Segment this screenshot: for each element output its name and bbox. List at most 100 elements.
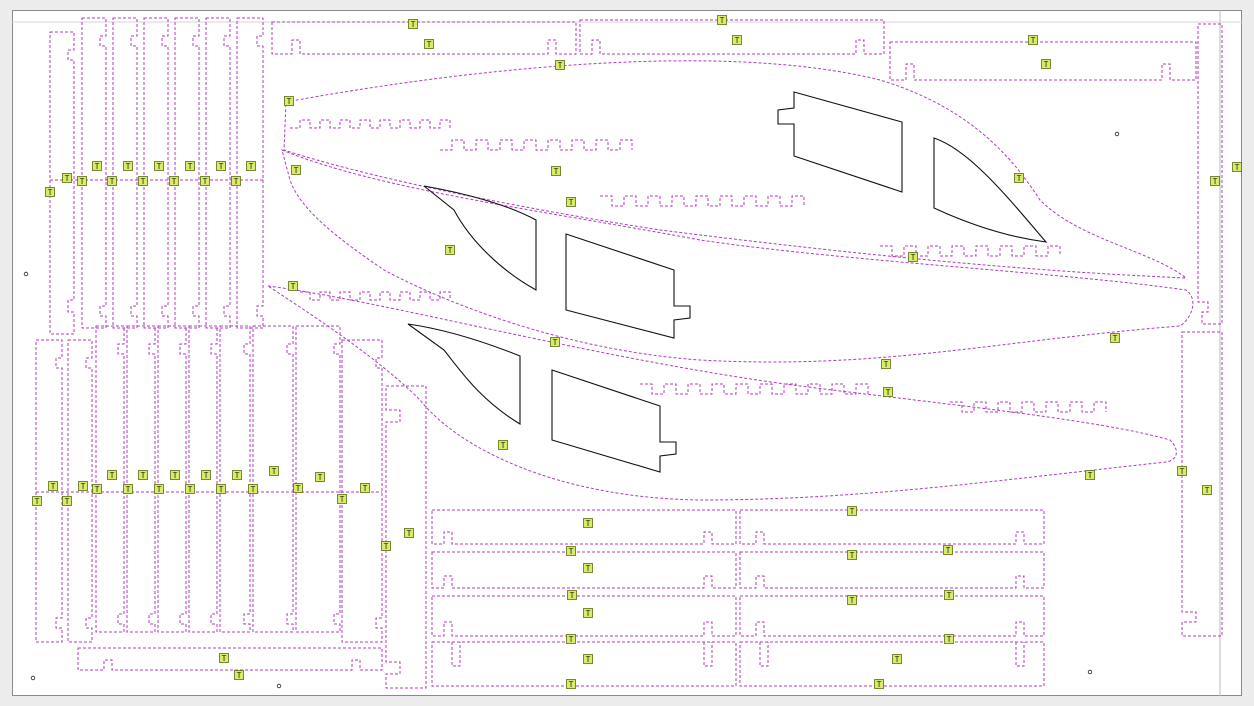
tab-marker-icon[interactable]: T	[246, 161, 256, 172]
tab-marker-icon[interactable]: T	[1028, 35, 1038, 46]
tab-marker-icon[interactable]: T	[944, 634, 954, 645]
tab-marker-icon[interactable]: T	[404, 528, 414, 539]
tab-marker-icon[interactable]: T	[566, 197, 576, 208]
tab-marker-icon[interactable]: T	[498, 440, 508, 451]
tab-marker-icon[interactable]: T	[550, 337, 560, 348]
tab-marker-icon[interactable]: T	[908, 252, 918, 263]
svg-text:T: T	[947, 635, 952, 644]
tab-marker-icon[interactable]: T	[583, 654, 593, 665]
tab-marker-icon[interactable]: T	[883, 387, 893, 398]
tab-marker-icon[interactable]: T	[337, 494, 347, 505]
tab-marker-icon[interactable]: T	[291, 165, 301, 176]
tab-marker-icon[interactable]: T	[138, 470, 148, 481]
tab-marker-icon[interactable]: T	[1014, 173, 1024, 184]
tab-marker-icon[interactable]: T	[107, 176, 117, 187]
svg-text:T: T	[203, 177, 208, 186]
tab-marker-icon[interactable]: T	[874, 679, 884, 690]
tab-marker-icon[interactable]: T	[424, 39, 434, 50]
tab-marker-icon[interactable]: T	[315, 472, 325, 483]
tab-marker-icon[interactable]: T	[717, 15, 727, 26]
registration-dot	[23, 271, 29, 277]
svg-text:T: T	[51, 482, 56, 491]
part-strip	[341, 339, 383, 643]
tab-marker-icon[interactable]: T	[185, 484, 195, 495]
tab-marker-icon[interactable]: T	[138, 176, 148, 187]
tab-marker-icon[interactable]: T	[216, 484, 226, 495]
tab-marker-icon[interactable]: T	[381, 541, 391, 552]
tab-marker-icon[interactable]: T	[566, 546, 576, 557]
tab-marker-icon[interactable]: T	[847, 550, 857, 561]
tab-marker-icon[interactable]: T	[169, 176, 179, 187]
tab-marker-icon[interactable]: T	[234, 670, 244, 681]
tab-marker-icon[interactable]: T	[732, 35, 742, 46]
svg-text:T: T	[1235, 163, 1240, 172]
part-strip	[252, 325, 294, 633]
tab-marker-icon[interactable]: T	[232, 470, 242, 481]
tab-marker-icon[interactable]: T	[284, 96, 294, 107]
tab-marker-icon[interactable]: T	[567, 590, 577, 601]
svg-text:T: T	[291, 282, 296, 291]
svg-text:T: T	[272, 467, 277, 476]
tab-marker-icon[interactable]: T	[881, 359, 891, 370]
tab-marker-icon[interactable]: T	[107, 470, 117, 481]
tab-marker-icon[interactable]: T	[847, 506, 857, 517]
tab-marker-icon[interactable]: T	[1177, 466, 1187, 477]
tab-marker-icon[interactable]: T	[847, 595, 857, 606]
tab-marker-icon[interactable]: T	[62, 173, 72, 184]
svg-text:T: T	[877, 680, 882, 689]
tab-marker-icon[interactable]: T	[200, 176, 210, 187]
tab-marker-icon[interactable]: T	[1041, 59, 1051, 70]
tab-marker-icon[interactable]: T	[445, 245, 455, 256]
tab-marker-icon[interactable]: T	[892, 654, 902, 665]
svg-text:T: T	[249, 162, 254, 171]
tab-marker-icon[interactable]: T	[92, 161, 102, 172]
tab-marker-icon[interactable]: T	[219, 653, 229, 664]
tab-marker-icon[interactable]: T	[78, 481, 88, 492]
tab-marker-icon[interactable]: T	[566, 679, 576, 690]
tab-marker-icon[interactable]: T	[1232, 162, 1242, 173]
tab-marker-icon[interactable]: T	[293, 483, 303, 494]
part-strip	[236, 17, 264, 329]
tab-marker-icon[interactable]: T	[555, 60, 565, 71]
svg-text:T: T	[569, 198, 574, 207]
tab-marker-icon[interactable]: T	[92, 484, 102, 495]
tab-marker-icon[interactable]: T	[944, 590, 954, 601]
tab-marker-icon[interactable]: T	[170, 470, 180, 481]
tab-marker-icon[interactable]: T	[45, 187, 55, 198]
tab-marker-icon[interactable]: T	[360, 483, 370, 494]
tab-marker-icon[interactable]: T	[154, 161, 164, 172]
tab-marker-icon[interactable]: T	[77, 176, 87, 187]
tab-marker-icon[interactable]: T	[248, 484, 258, 495]
tab-marker-icon[interactable]: T	[154, 484, 164, 495]
tab-marker-icon[interactable]: T	[201, 470, 211, 481]
tab-marker-icon[interactable]: T	[583, 518, 593, 529]
tab-marker-icon[interactable]: T	[943, 545, 953, 556]
svg-text:T: T	[235, 471, 240, 480]
tab-marker-icon[interactable]: T	[551, 166, 561, 177]
svg-text:T: T	[219, 485, 224, 494]
svg-text:T: T	[407, 529, 412, 538]
tab-marker-icon[interactable]: T	[48, 481, 58, 492]
tab-marker-icon[interactable]: T	[583, 563, 593, 574]
tab-marker-icon[interactable]: T	[1210, 176, 1220, 187]
tab-marker-icon[interactable]: T	[1110, 333, 1120, 344]
tab-marker-icon[interactable]: T	[408, 19, 418, 30]
strip-group-upper-left	[49, 17, 264, 335]
tab-marker-icon[interactable]: T	[566, 634, 576, 645]
registration-dot	[30, 675, 36, 681]
tab-marker-icon[interactable]: T	[269, 466, 279, 477]
tab-marker-icon[interactable]: T	[32, 496, 42, 507]
tab-marker-icon[interactable]: T	[288, 281, 298, 292]
tab-marker-icon[interactable]: T	[62, 496, 72, 507]
svg-text:T: T	[188, 162, 193, 171]
tab-marker-icon[interactable]: T	[123, 484, 133, 495]
tab-marker-icon[interactable]: T	[185, 161, 195, 172]
tab-marker-icon[interactable]: T	[216, 161, 226, 172]
tab-marker-icon[interactable]: T	[123, 161, 133, 172]
tab-marker-icon[interactable]: T	[1085, 470, 1095, 481]
tab-marker-icon[interactable]: T	[583, 608, 593, 619]
cutout-panel	[407, 323, 521, 425]
tab-marker-icon[interactable]: T	[1202, 485, 1212, 496]
tab-marker-icon[interactable]: T	[231, 176, 241, 187]
